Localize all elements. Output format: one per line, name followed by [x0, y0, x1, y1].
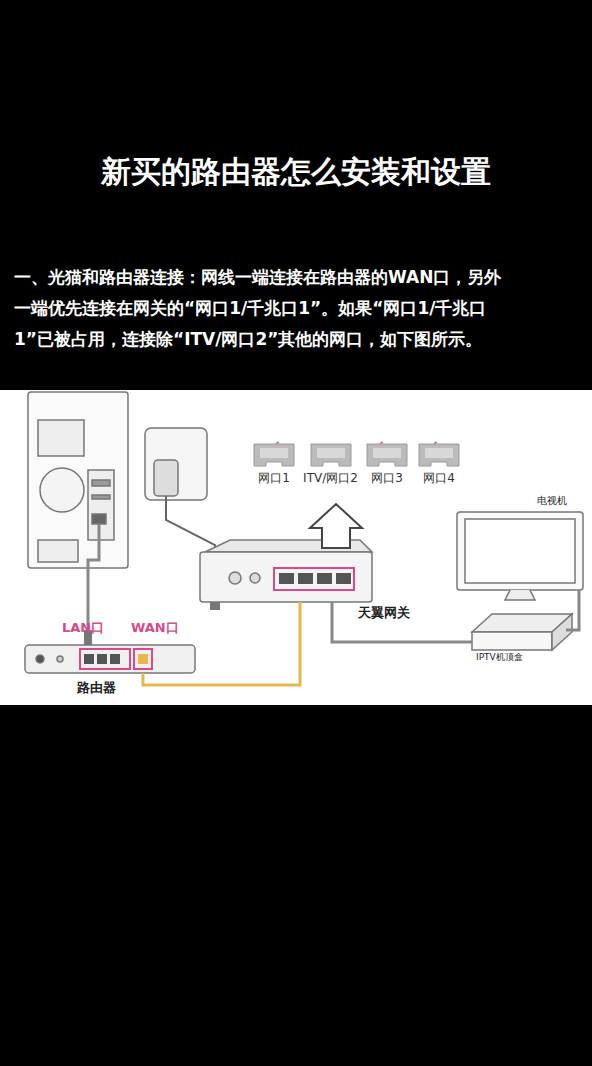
instruction-text: 一、光猫和路由器连接：网线一端连接在路由器的WAN口，另外一端优先连接在网关的“…	[14, 262, 504, 355]
port-icon	[251, 440, 297, 470]
page-title: 新买的路由器怎么安装和设置	[0, 150, 592, 194]
port-icon	[364, 440, 410, 470]
port-node: ITV/网口2	[302, 440, 359, 486]
port-name: 网口4	[415, 470, 463, 486]
port-label: LAN口	[62, 619, 104, 637]
port-node: 网口4	[415, 440, 463, 486]
node-label: 电视机	[537, 494, 567, 508]
port-name: 网口3	[363, 470, 411, 486]
tv-node: 电视机	[457, 512, 583, 600]
port-node: 网口1	[250, 440, 298, 486]
port-label: WAN口	[131, 619, 179, 637]
node-label: IPTV机顶盒	[476, 651, 523, 664]
port-node: 网口3	[363, 440, 411, 486]
gateway-node: 天翼网关	[200, 540, 372, 602]
node-label: 天翼网关	[358, 604, 410, 622]
cable-connector	[332, 602, 472, 642]
port-icon	[416, 440, 462, 470]
port-name: 网口1	[250, 470, 298, 486]
set-top-box-node: IPTV机顶盒	[472, 614, 572, 650]
port-name: ITV/网口2	[302, 470, 359, 486]
node-label: 路由器	[77, 679, 116, 697]
router-node: 路由器	[25, 645, 195, 673]
cable-connector	[566, 590, 579, 630]
port-icon	[308, 440, 354, 470]
cable-connector	[143, 602, 300, 685]
